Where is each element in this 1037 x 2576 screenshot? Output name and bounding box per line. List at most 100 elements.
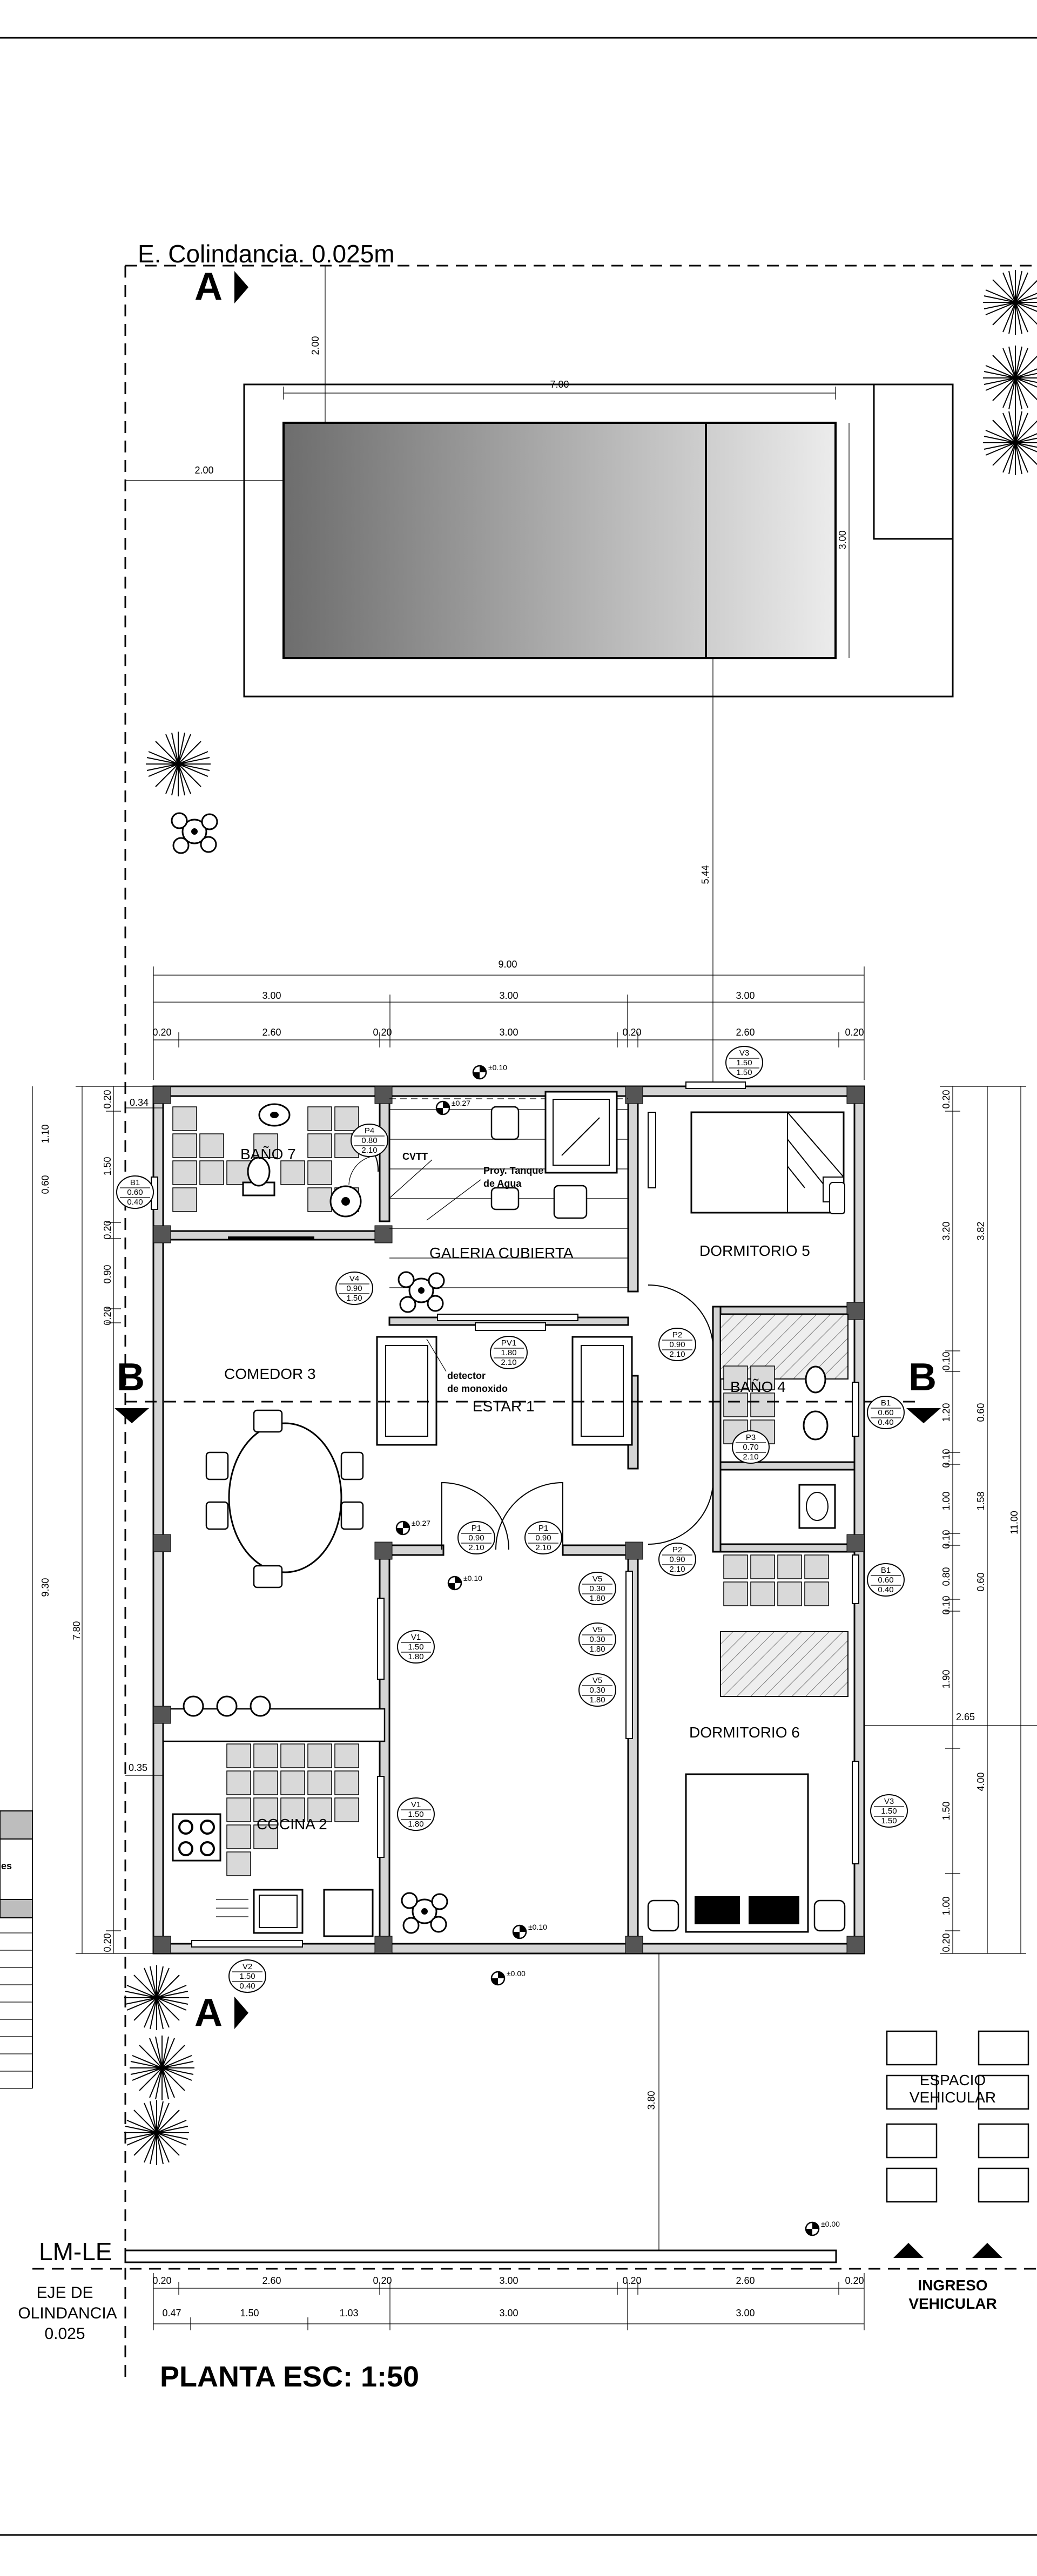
dim-right-middle: 0.60: [975, 1403, 986, 1422]
dim-right: 1.20: [941, 1403, 952, 1422]
dim-right-middle: 0.60: [975, 1572, 986, 1591]
parking-pavers: [886, 2030, 1029, 2203]
dim-bottom: 0.20: [622, 2275, 641, 2286]
svg-text:B: B: [908, 1356, 937, 1399]
garden-furniture: [490, 1091, 618, 1219]
lm-le-label: LM-LE: [39, 2237, 112, 2266]
dim-right: 0.20: [941, 1090, 952, 1108]
dim-top-middle: 3.00: [736, 990, 755, 1001]
room-label-dormitorio6: DORMITORIO 6: [689, 1724, 800, 1741]
opening-width: 0.90: [669, 1555, 685, 1564]
opening-width: 0.30: [589, 1584, 605, 1593]
section-marker-a-bottom: A: [194, 1991, 248, 2034]
dim-left: 0.20: [102, 1306, 113, 1325]
level-icon: [472, 1065, 487, 1080]
opening-height: 1.80: [589, 1594, 605, 1603]
opening-width: 1.50: [881, 1807, 897, 1816]
dim-left: 0.20: [102, 1090, 113, 1108]
opening-code: P4: [365, 1126, 374, 1135]
level-icon: [395, 1520, 410, 1536]
opening-code: P3: [746, 1433, 756, 1442]
level-value: ±0.10: [463, 1574, 482, 1583]
room-label-cocina: COCINA 2: [257, 1816, 327, 1833]
dim-right: 1.90: [941, 1669, 952, 1688]
dim-garden: 3.80: [646, 2091, 657, 2110]
opening-tag: V40.901.50: [335, 1272, 373, 1305]
opening-height: 1.50: [881, 1816, 897, 1825]
opening-tags: P40.802.10B10.600.40V40.901.50V31.501.50…: [116, 1046, 908, 1993]
opening-tag: V50.301.80: [578, 1622, 616, 1656]
opening-width: 0.90: [669, 1340, 685, 1349]
dim-top-middle: 3.00: [262, 990, 281, 1001]
dining-set: [205, 1409, 364, 1588]
level-marker: ±0.00: [805, 2220, 840, 2236]
opening-tag: P20.902.10: [658, 1328, 696, 1361]
shrub-icon: [171, 812, 218, 854]
note-tank: Proy. Tanque: [483, 1165, 543, 1176]
eje-label: OLINDANCIA: [18, 2304, 117, 2322]
entry-arrow-icon: [972, 2243, 1002, 2258]
dim-bottom: 0.20: [373, 2275, 392, 2286]
opening-width: 0.90: [468, 1533, 484, 1543]
right-dimensions: [864, 1086, 1037, 1954]
room-label-galeria: GALERIA CUBIERTA: [429, 1245, 574, 1261]
dim-bottom: 0.20: [845, 2275, 864, 2286]
dim-left: 7.80: [71, 1621, 82, 1640]
tree-icon: [124, 2100, 190, 2166]
dim-top-detail: 3.00: [499, 1027, 518, 1038]
level-marker: ±0.10: [512, 1923, 547, 1939]
plant-icon: [401, 1892, 448, 1934]
opening-tag: P30.702.10: [732, 1430, 770, 1464]
note-detector: de monoxido: [447, 1383, 508, 1394]
dim-right-side: 2.65: [956, 1712, 975, 1722]
level-icon: [512, 1924, 527, 1939]
note-tank: de Agua: [483, 1178, 522, 1189]
dim-right: 0.80: [941, 1567, 952, 1586]
dim-top-middle: 3.00: [499, 990, 518, 1001]
opening-code: V3: [739, 1049, 749, 1058]
dim-right-middle: 1.58: [975, 1491, 986, 1510]
opening-height: 2.10: [468, 1543, 484, 1552]
opening-code: V5: [592, 1676, 602, 1685]
opening-tag: P20.902.10: [658, 1543, 696, 1576]
closet-dormitorio5: [720, 1314, 849, 1380]
dim-right: 1.00: [941, 1491, 952, 1510]
tree-icon: [982, 345, 1037, 411]
opening-tag: V21.500.40: [228, 1959, 266, 1993]
dim-right: 0.10: [941, 1530, 952, 1549]
dim-bottom: 2.60: [262, 2275, 281, 2286]
opening-width: 0.30: [589, 1635, 605, 1644]
bano7-fixtures: [242, 1103, 379, 1218]
opening-height: 2.10: [743, 1452, 758, 1462]
drawing-title: PLANTA ESC: 1:50: [160, 2361, 419, 2393]
structural-columns: [153, 1086, 865, 1954]
opening-code: V1: [411, 1800, 421, 1809]
opening-tag: B10.600.40: [116, 1175, 154, 1209]
pool-to-house-dim: 5.44: [700, 865, 711, 884]
opening-width: 1.50: [239, 1972, 255, 1981]
kitchen-tiles: [226, 1743, 359, 1876]
opening-height: 0.40: [878, 1418, 893, 1427]
dim-top-detail: 2.60: [262, 1027, 281, 1038]
level-markers: ±0.10±0.27±0.27±0.10±0.10±0.00±0.00: [395, 1063, 840, 2236]
counter-edge: [228, 1236, 314, 1240]
bano7-tiles: [172, 1106, 359, 1212]
opening-width: 0.30: [589, 1686, 605, 1695]
opening-height: 2.10: [361, 1146, 377, 1155]
dim-right: 0.10: [941, 1595, 952, 1614]
opening-height: 0.40: [239, 1982, 255, 1991]
opening-height: 1.50: [736, 1068, 752, 1077]
kitchen-appliances: [172, 1695, 374, 1937]
opening-width: 0.60: [878, 1408, 893, 1417]
eje-label: 0.025: [44, 2325, 85, 2343]
dim-bottom: 2.60: [736, 2275, 755, 2286]
opening-tag: P40.802.10: [351, 1124, 388, 1157]
level-marker: ±0.27: [395, 1519, 430, 1536]
opening-height: 0.40: [878, 1585, 893, 1594]
tree-icon: [145, 731, 211, 797]
opening-tag: V31.501.50: [870, 1794, 908, 1828]
opening-width: 0.60: [127, 1188, 143, 1197]
parking-label: VEHICULAR: [910, 2089, 996, 2106]
opening-tag: V31.501.50: [725, 1046, 763, 1079]
opening-width: 0.80: [361, 1136, 377, 1145]
